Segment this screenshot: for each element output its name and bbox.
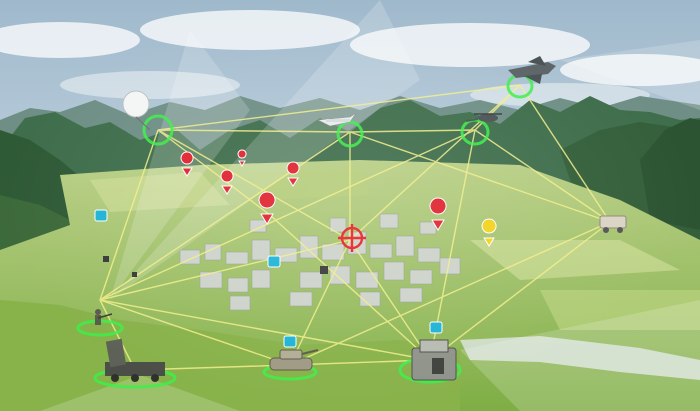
haze [0,0,700,411]
scene-illustration [0,0,700,411]
battlefield-network-scene [0,0,700,411]
